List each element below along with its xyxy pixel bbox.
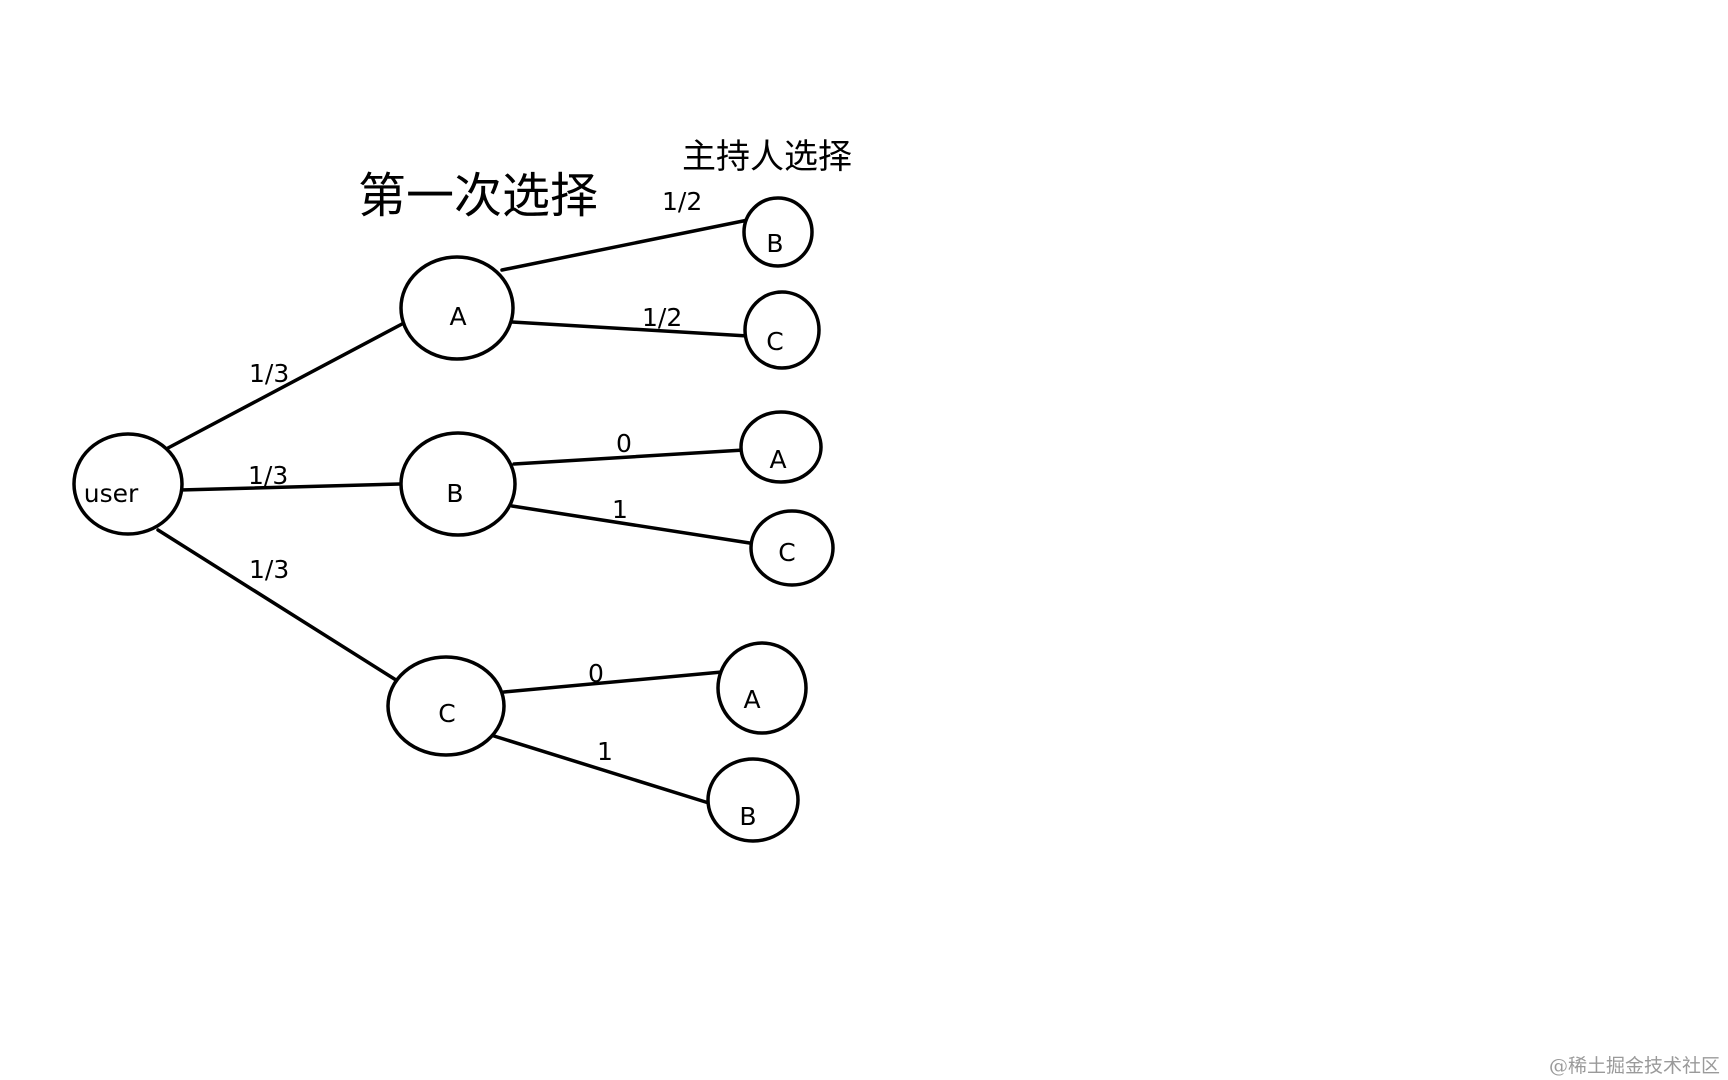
- node-c: C: [386, 655, 506, 757]
- node-label-root: user: [84, 479, 139, 508]
- edge-a-to-b: [500, 218, 750, 272]
- heading-first-choice: 第一次选择: [358, 168, 598, 224]
- node-root-user: user: [72, 432, 184, 536]
- edge-label-b-c: 1: [612, 495, 628, 524]
- edge-a-to-c: [510, 320, 750, 338]
- watermark-text: @稀土掘金技术社区: [1549, 1055, 1720, 1077]
- node-label-b-a: A: [769, 445, 786, 474]
- edge-label-b-a: 0: [616, 429, 632, 458]
- node-label-c-b: B: [739, 802, 756, 831]
- node-label-c: C: [438, 699, 455, 728]
- node-c-b: B: [706, 757, 800, 843]
- edge-label-c-b: 1: [597, 737, 613, 766]
- edge-root-to-c: [156, 528, 398, 682]
- edge-label-root-c: 1/3: [249, 555, 289, 584]
- node-label-b-c: C: [778, 538, 795, 567]
- edge-b-to-c: [510, 504, 758, 546]
- node-b: B: [399, 431, 517, 537]
- node-c-a: A: [716, 641, 808, 735]
- edge-root-to-a: [166, 322, 404, 450]
- node-label-c-a: A: [743, 685, 760, 714]
- edge-label-root-b: 1/3: [248, 461, 288, 490]
- edge-b-to-a: [512, 448, 746, 466]
- edge-label-a-b: 1/2: [662, 187, 702, 216]
- edge-c-to-b: [492, 734, 714, 806]
- edge-label-a-c: 1/2: [642, 303, 682, 332]
- node-b-a: A: [739, 410, 823, 484]
- edge-c-to-a: [502, 670, 724, 694]
- heading-host-choice: 主持人选择: [682, 137, 852, 177]
- node-label-a-b: B: [766, 229, 783, 258]
- node-label-b: B: [446, 479, 463, 508]
- node-label-a-c: C: [766, 327, 783, 356]
- node-a-b: B: [742, 196, 814, 268]
- edge-label-c-a: 0: [588, 659, 604, 688]
- node-b-c: C: [749, 509, 835, 587]
- node-a-c: C: [743, 290, 821, 370]
- edge-label-root-a: 1/3: [249, 359, 289, 388]
- node-a: A: [399, 255, 515, 361]
- node-label-a: A: [449, 302, 466, 331]
- edge-root-to-b: [178, 482, 402, 492]
